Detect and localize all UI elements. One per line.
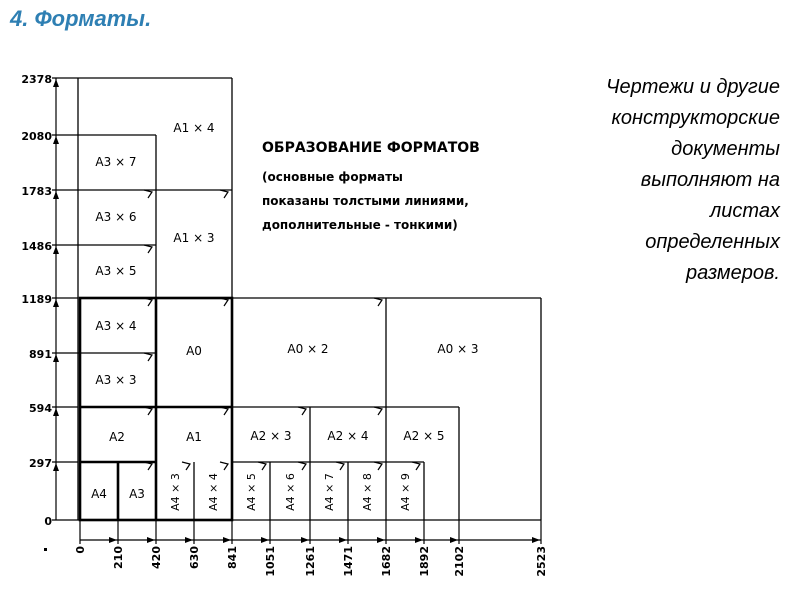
format-label-a3x3: А3 × 3	[95, 373, 136, 387]
format-label-a4x5: А4 × 5	[245, 473, 258, 511]
format-labels: А1 × 4 А1 × 3 А3 × 7 А3 × 6 А3 × 5 А3 × …	[91, 121, 479, 501]
side-text-line: Чертежи и другие	[605, 76, 780, 98]
format-label-a4x4: А4 × 4	[207, 473, 220, 511]
corner-mark	[219, 461, 229, 471]
x-axis	[79, 520, 542, 544]
slide-title: 4. Форматы.	[10, 6, 152, 31]
thin-outlines	[77, 77, 542, 521]
format-label-a1x4: А1 × 4	[173, 121, 214, 135]
x-tick-label: 630	[188, 546, 201, 569]
format-label-a1: А1	[186, 430, 202, 444]
x-tick-label: 1261	[304, 546, 317, 577]
format-label-a4x9: А4 × 9	[399, 473, 412, 511]
format-label-a2x5: А2 × 5	[403, 429, 444, 443]
x-tick-label: 420	[150, 546, 163, 569]
format-label-a2: А2	[109, 430, 125, 444]
y-tick-label: 1783	[21, 185, 52, 198]
side-text-line: конструкторские	[611, 107, 780, 129]
format-label-a3x6: А3 × 6	[95, 210, 136, 224]
corner-mark	[143, 189, 153, 199]
side-text-line: определенных	[645, 231, 780, 253]
corner-mark	[143, 297, 153, 307]
diagram-heading-block: ОБРАЗОВАНИЕ ФОРМАТОВ (основные форматы п…	[262, 140, 480, 232]
diagram-note-line: показаны толстыми линиями,	[262, 194, 469, 208]
y-tick-label: 594	[29, 402, 52, 415]
y-tick-label: 2378	[21, 73, 52, 86]
format-label-a4x6: А4 × 6	[284, 473, 297, 511]
format-label-a3x5: А3 × 5	[95, 264, 136, 278]
format-labels-vertical: А4 × 3 А4 × 4 А4 × 5 А4 × 6 А4 × 7 А4 × …	[169, 473, 412, 511]
corner-mark	[143, 244, 153, 254]
x-tick-label: 1051	[264, 546, 277, 577]
y-tick-label: 0	[44, 515, 52, 528]
x-tick-label: 1892	[418, 546, 431, 577]
format-label-a1x3: А1 × 3	[173, 231, 214, 245]
x-tick-label: 1682	[380, 546, 393, 577]
stray-dot	[44, 548, 47, 551]
y-tick-label: 1486	[21, 240, 52, 253]
format-label-a3x4: А3 × 4	[95, 319, 136, 333]
format-label-a3: А3	[129, 487, 145, 501]
diagram-heading: ОБРАЗОВАНИЕ ФОРМАТОВ	[262, 140, 480, 156]
x-tick-label: 841	[226, 546, 239, 569]
side-text-line: документы	[671, 138, 780, 160]
y-tick-label: 297	[29, 457, 52, 470]
diagram-note-line: (основные форматы	[262, 170, 403, 184]
side-description: Чертежи и другие конструкторские докумен…	[540, 72, 780, 289]
x-tick-label: 2102	[453, 546, 466, 577]
corner-mark	[335, 461, 345, 471]
diagram-note-line: дополнительные - тонкими)	[262, 218, 458, 232]
y-axis-arrows	[53, 79, 59, 471]
corner-mark	[373, 461, 383, 471]
x-axis-arrows	[109, 537, 540, 543]
corner-mark	[143, 406, 153, 416]
corner-mark	[219, 406, 229, 416]
corner-marks	[143, 189, 421, 471]
format-label-a2x3: А2 × 3	[250, 429, 291, 443]
x-tick-label: 210	[112, 546, 125, 569]
side-text-line: листах	[710, 200, 780, 222]
x-tick-label: 0	[74, 546, 87, 554]
corner-mark	[219, 297, 229, 307]
format-label-a4x7: А4 × 7	[323, 473, 336, 511]
y-tick-label: 891	[29, 348, 52, 361]
corner-mark	[219, 189, 229, 199]
format-label-a3x7: А3 × 7	[95, 155, 136, 169]
corner-mark	[181, 461, 191, 471]
y-axis	[52, 77, 78, 521]
y-tick-label: 2080	[21, 130, 52, 143]
corner-mark	[373, 406, 383, 416]
x-tick-labels: 0 210 420 630 841 1051 1261 1471 1682 18…	[74, 546, 548, 577]
corner-mark	[373, 297, 383, 307]
corner-mark	[297, 461, 307, 471]
corner-mark	[297, 406, 307, 416]
format-label-a0: А0	[186, 344, 202, 358]
corner-mark	[257, 461, 267, 471]
x-tick-label: 2523	[535, 546, 548, 577]
format-label-a0x2: А0 × 2	[287, 342, 328, 356]
format-label-a4: А4	[91, 487, 107, 501]
y-tick-labels: 2378 2080 1783 1486 1189 891 594 297 0	[21, 73, 52, 528]
corner-mark	[143, 352, 153, 362]
corner-mark	[143, 461, 153, 471]
format-label-a4x8: А4 × 8	[361, 473, 374, 511]
corner-mark	[411, 461, 421, 471]
side-text-line: размеров.	[686, 262, 780, 284]
format-label-a0x3: А0 × 3	[437, 342, 478, 356]
format-label-a2x4: А2 × 4	[327, 429, 368, 443]
y-tick-label: 1189	[21, 293, 52, 306]
format-label-a4x3: А4 × 3	[169, 473, 182, 511]
side-text-line: выполняют на	[640, 169, 780, 191]
x-tick-label: 1471	[342, 546, 355, 577]
